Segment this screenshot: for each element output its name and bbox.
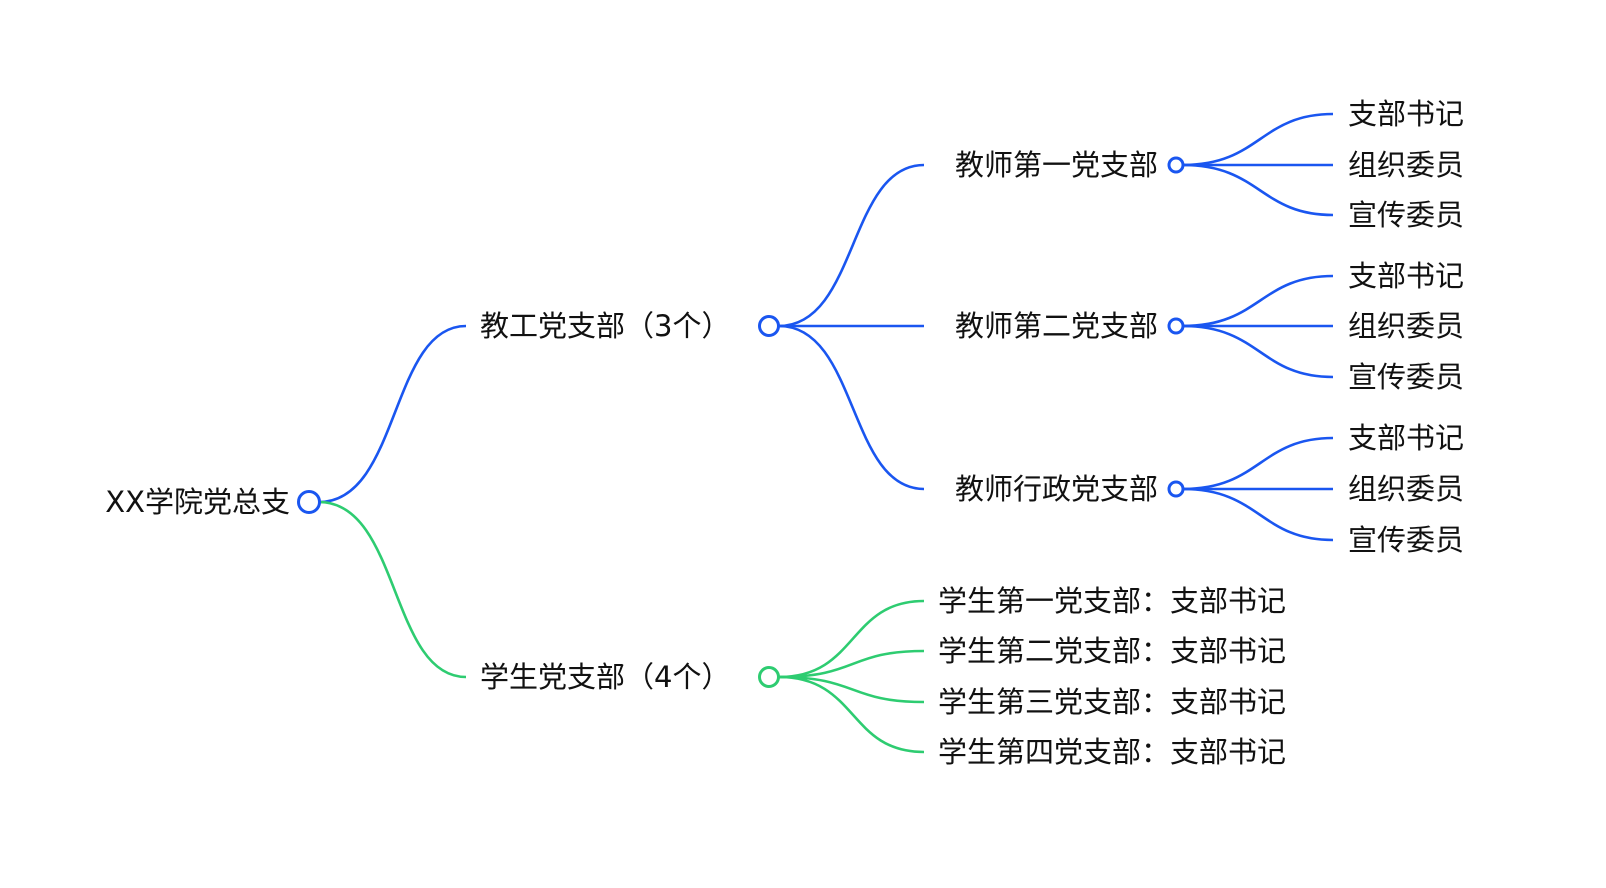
- faculty-connector-circle[interactable]: [758, 315, 780, 337]
- t1-role-publicity[interactable]: 宣传委员: [1348, 198, 1464, 232]
- t1-role-organization[interactable]: 组织委员: [1348, 148, 1464, 182]
- edge-root-to-faculty: [318, 324, 467, 504]
- student-branch-4-label[interactable]: 学生第四党支部：支部书记: [938, 735, 1286, 769]
- edge-t1-role-1: [1182, 112, 1334, 167]
- edge-root-to-student: [318, 500, 467, 679]
- edge-student-to-s3: [778, 675, 925, 704]
- edge-faculty-to-teacher-admin: [778, 324, 925, 491]
- edge-student-to-s2: [778, 649, 925, 679]
- t1-role-secretary[interactable]: 支部书记: [1348, 97, 1464, 131]
- faculty-branch-label[interactable]: 教工党支部（3个）: [480, 309, 730, 343]
- node-connectors: [297, 156, 1185, 688]
- edge-t1-role-3: [1182, 163, 1334, 217]
- teacher-1-connector-circle[interactable]: [1167, 156, 1185, 174]
- root-node-label[interactable]: XX学院党总支: [105, 485, 290, 519]
- teacher-branch-admin-label[interactable]: 教师行政党支部: [955, 472, 1158, 506]
- t2-role-organization[interactable]: 组织委员: [1348, 309, 1464, 343]
- t3-role-organization[interactable]: 组织委员: [1348, 472, 1464, 506]
- edge-student-to-s1: [778, 599, 925, 679]
- root-connector-circle[interactable]: [297, 490, 321, 514]
- student-connector-circle[interactable]: [758, 666, 780, 688]
- student-branch-2-label[interactable]: 学生第二党支部：支部书记: [938, 634, 1286, 668]
- teacher-branch-2-label[interactable]: 教师第二党支部: [955, 309, 1158, 343]
- student-branch-1-label[interactable]: 学生第一党支部：支部书记: [938, 584, 1286, 618]
- student-branch-3-label[interactable]: 学生第三党支部：支部书记: [938, 685, 1286, 719]
- teacher-2-connector-circle[interactable]: [1167, 317, 1185, 335]
- t3-role-secretary[interactable]: 支部书记: [1348, 421, 1464, 455]
- student-branch-label[interactable]: 学生党支部（4个）: [480, 660, 730, 694]
- edge-t2-role-1: [1182, 274, 1334, 328]
- teacher-branch-1-label[interactable]: 教师第一党支部: [955, 148, 1158, 182]
- t3-role-publicity[interactable]: 宣传委员: [1348, 523, 1464, 557]
- connector-lines: [318, 112, 1334, 754]
- edge-t2-role-3: [1182, 324, 1334, 379]
- edge-student-to-s4: [778, 675, 925, 754]
- node-labels: XX学院党总支 教工党支部（3个） 学生党支部（4个） 教师第一党支部 教师第二…: [105, 97, 1464, 769]
- teacher-admin-connector-circle[interactable]: [1167, 480, 1185, 498]
- edge-faculty-to-teacher-1: [778, 163, 925, 328]
- edge-t3-role-1: [1182, 436, 1334, 491]
- edge-t3-role-3: [1182, 487, 1334, 542]
- t2-role-secretary[interactable]: 支部书记: [1348, 259, 1464, 293]
- t2-role-publicity[interactable]: 宣传委员: [1348, 360, 1464, 394]
